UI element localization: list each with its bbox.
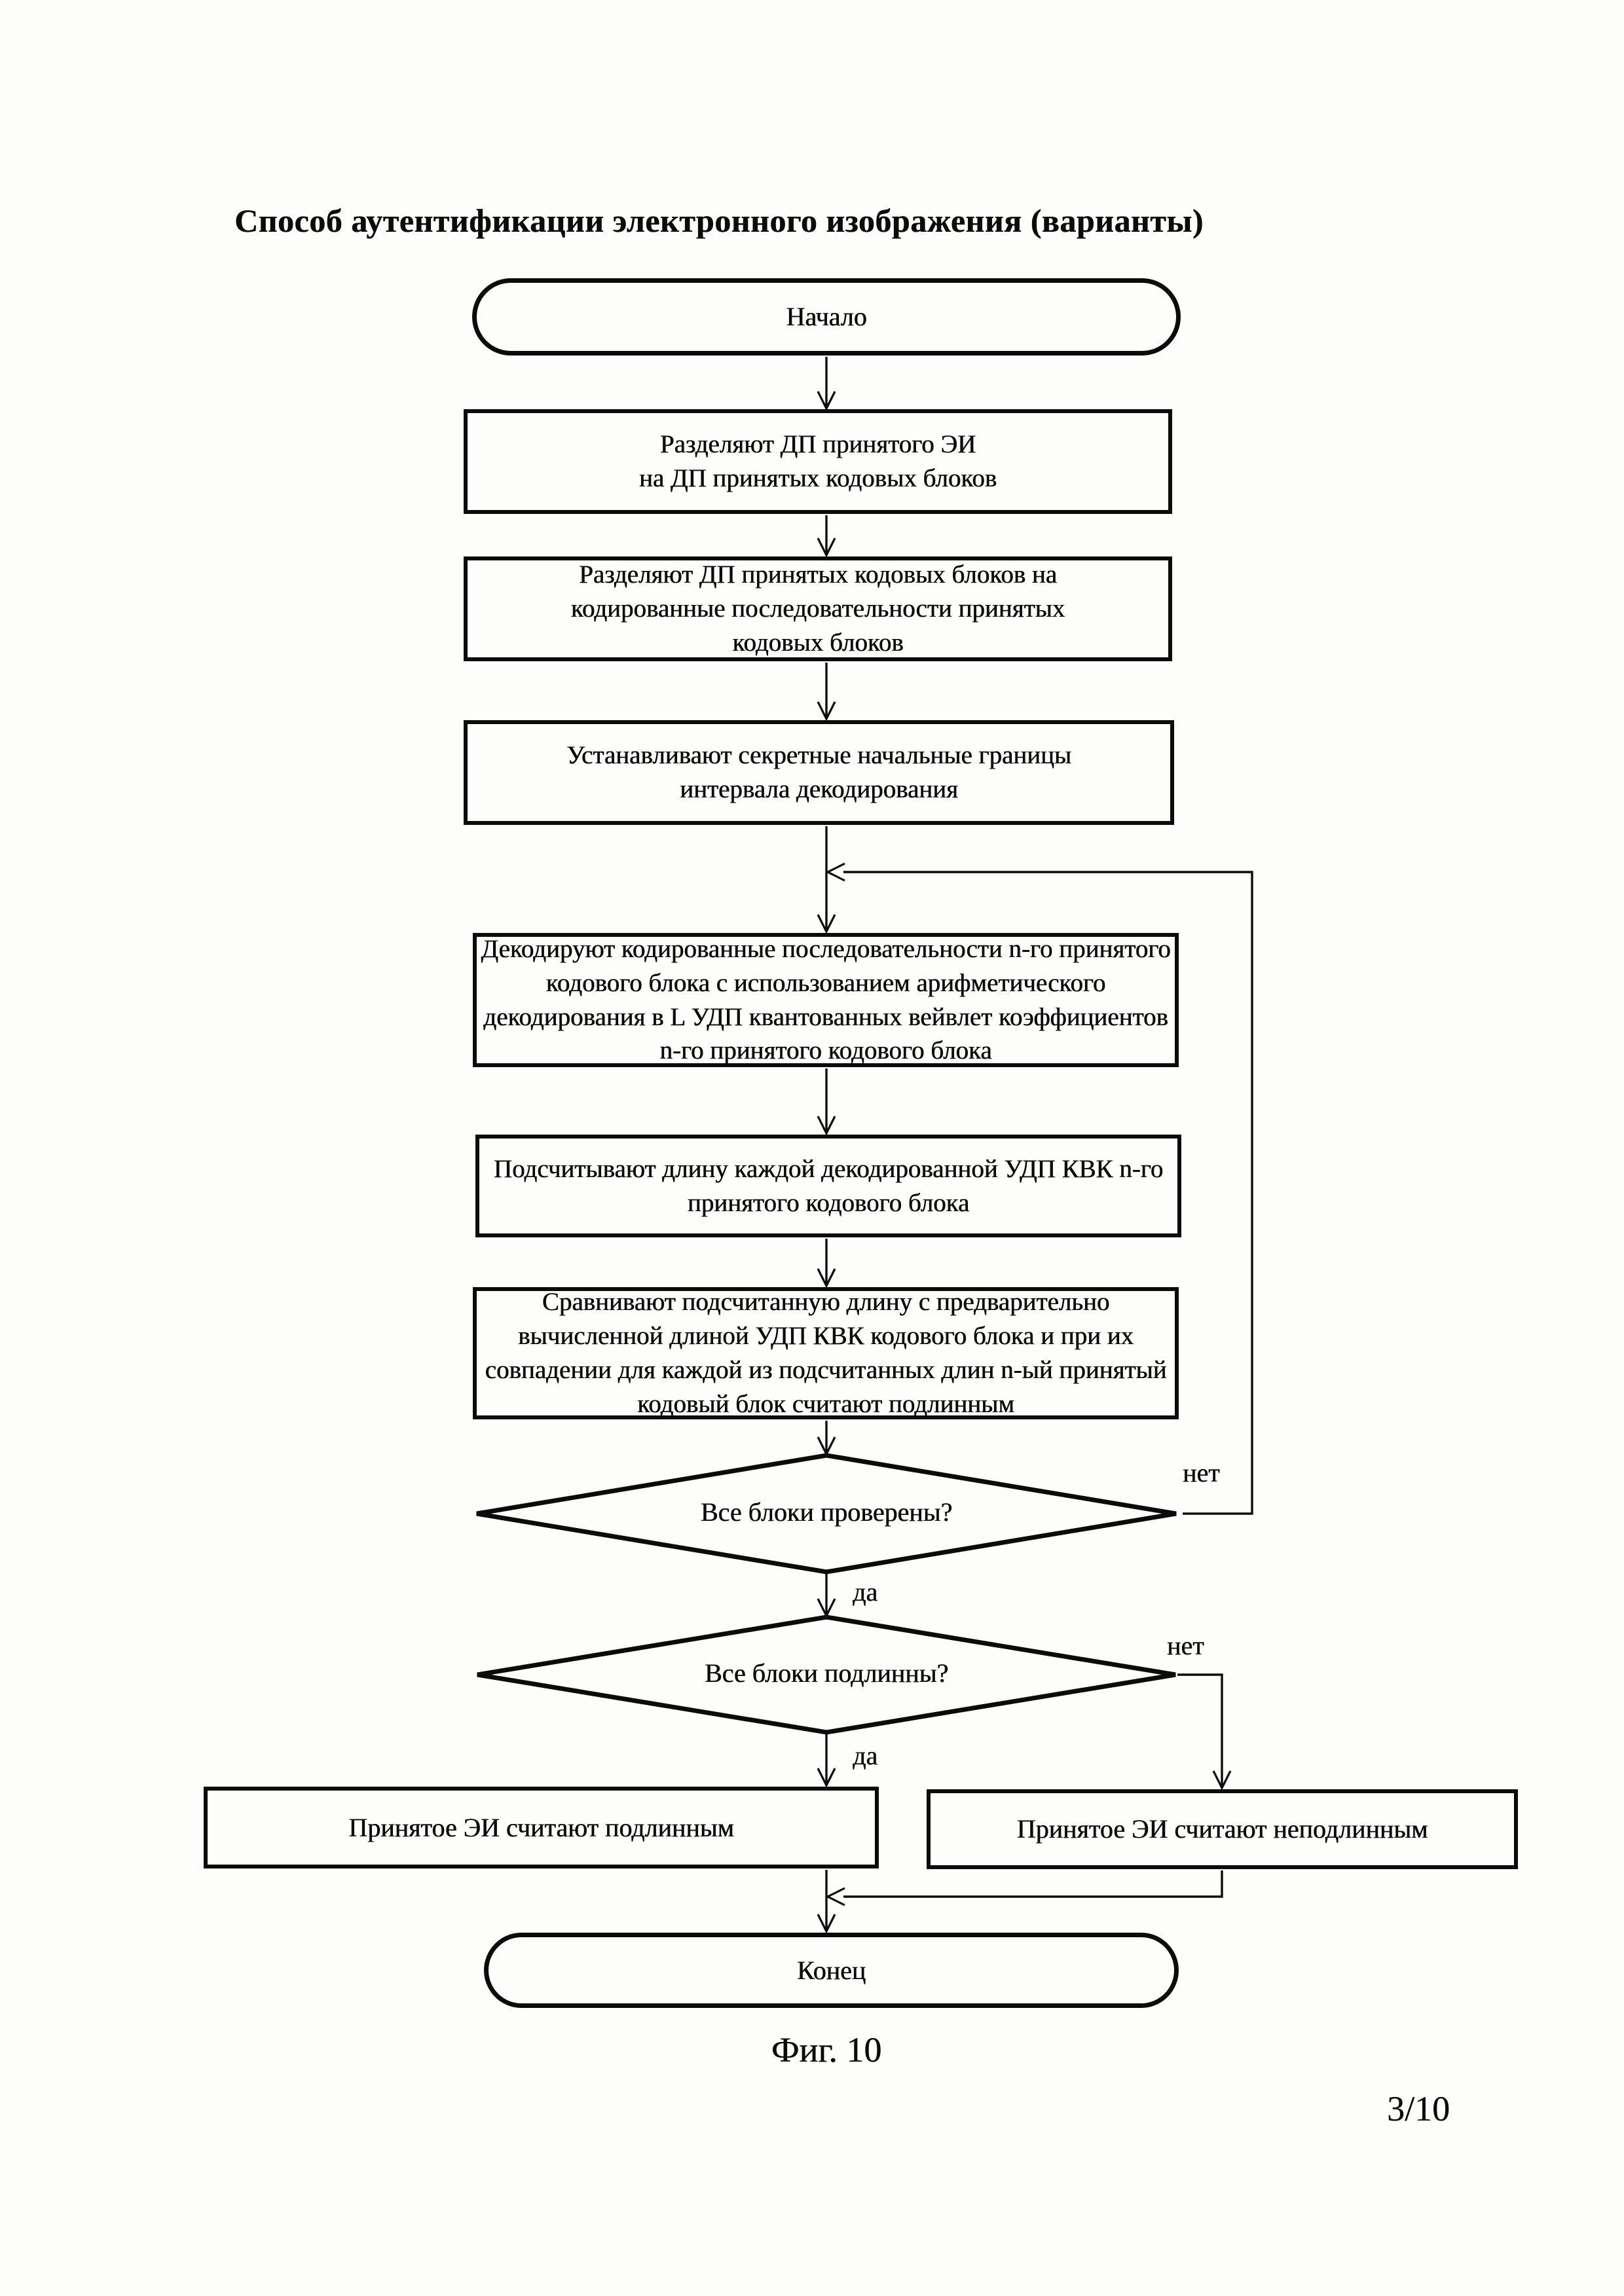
page-number: 3/10: [1387, 2089, 1450, 2128]
arrowhead-step3: [817, 701, 836, 721]
connector-result2-merge: [843, 1870, 1223, 1898]
arrowhead-step4: [817, 914, 836, 934]
result-not-authentic-text: Принятое ЭИ считают неподлинным: [1016, 1814, 1428, 1844]
process-step-1: Разделяют ДП принятого ЭИ на ДП принятых…: [464, 409, 1172, 514]
process-step-3: Устанавливают секретные начальные границ…: [464, 720, 1174, 825]
decision-2-yes-label: да: [853, 1741, 878, 1770]
end-terminator: Конец: [484, 1933, 1179, 2008]
process-step-3-text: Устанавливают секретные начальные границ…: [566, 741, 1072, 803]
end-label: Конец: [796, 1955, 866, 1985]
arrowhead-decision2: [817, 1598, 836, 1618]
process-step-5-text: Подсчитывают длину каждой декодированной…: [493, 1154, 1164, 1217]
process-step-6: Сравнивают подсчитанную длину с предвари…: [473, 1287, 1179, 1419]
process-step-2-text: Разделяют ДП принятых кодовых блоков на …: [570, 560, 1065, 657]
result-authentic-box: Принятое ЭИ считают подлинным: [204, 1787, 879, 1868]
process-step-4-text: Декодируют кодированные последовательнос…: [481, 934, 1171, 1065]
arrowhead-end: [817, 1914, 836, 1934]
arrowhead-step2: [817, 538, 836, 558]
process-step-2: Разделяют ДП принятых кодовых блоков на …: [464, 556, 1172, 661]
process-step-5: Подсчитывают длину каждой декодированной…: [475, 1135, 1181, 1237]
arrowhead-step6: [817, 1268, 836, 1288]
result-authentic-text: Принятое ЭИ считают подлинным: [348, 1812, 734, 1842]
arrowhead-step5: [817, 1116, 836, 1136]
page-title: Способ аутентификации электронного изобр…: [234, 202, 1204, 239]
connector-no-result2: [1177, 1673, 1223, 1786]
process-step-6-text: Сравнивают подсчитанную длину с предвари…: [485, 1288, 1167, 1418]
arrowhead-step1: [817, 391, 836, 411]
arrowhead-result2-merge: [825, 1887, 845, 1906]
process-step-1-text: Разделяют ДП принятого ЭИ на ДП принятых…: [638, 430, 997, 492]
decision-1-no-label: нет: [1183, 1458, 1220, 1487]
start-terminator: Начало: [472, 278, 1181, 355]
decision-1-yes-label: да: [853, 1577, 878, 1607]
start-label: Начало: [786, 302, 867, 332]
process-step-4: Декодируют кодированные последовательнос…: [473, 933, 1179, 1067]
result-not-authentic-box: Принятое ЭИ считают неподлинным: [927, 1789, 1518, 1869]
decision-2-label: Все блоки подлинны?: [704, 1658, 949, 1688]
figure-caption: Фиг. 10: [771, 2030, 882, 2069]
arrowhead-result2: [1212, 1770, 1232, 1791]
decision-1-label: Все блоки проверены?: [700, 1497, 953, 1527]
arrowhead-decision1: [817, 1436, 836, 1457]
arrowhead-loop-merge: [825, 862, 845, 882]
decision-2-no-label: нет: [1167, 1631, 1204, 1660]
arrowhead-result1: [817, 1768, 836, 1788]
